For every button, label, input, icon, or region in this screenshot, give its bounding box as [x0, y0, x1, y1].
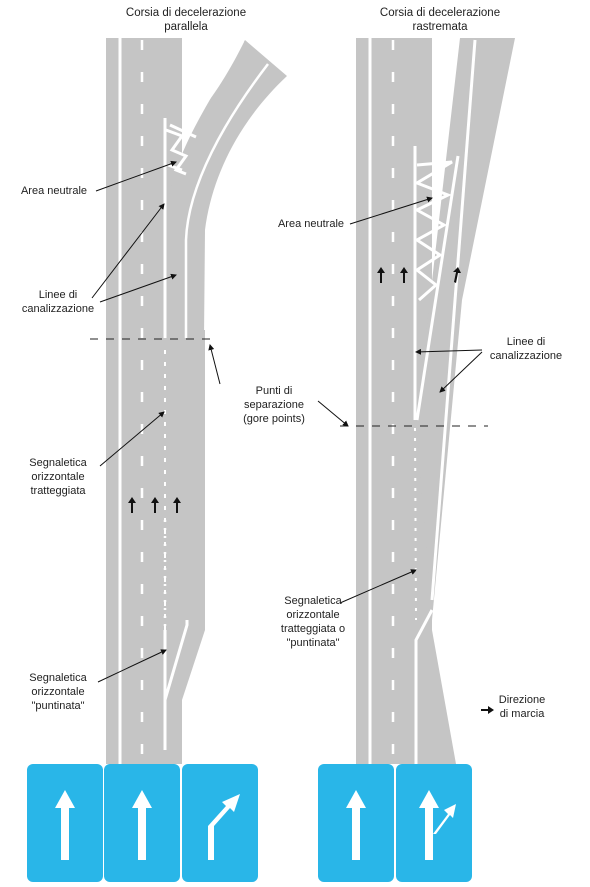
lane-sign-1 [27, 764, 103, 882]
leader-lines [91, 160, 483, 683]
label-neutral-left-text: Area neutrale [20, 185, 88, 197]
direction-arrows-right [377, 267, 494, 714]
label-channel-left-line2: canalizzazione [21, 303, 95, 315]
label-gore-line3: (gore points) [243, 413, 305, 425]
straight-and-right-arrow-icon [419, 790, 456, 860]
label-dotted-line3: "puntinata" [31, 700, 85, 712]
label-direction-line2: di marcia [499, 708, 545, 720]
label-neutral-area-left: Area neutrale [12, 184, 96, 198]
lane-sign-2 [104, 764, 180, 882]
label-dashed-line1: Segnaletica [29, 457, 87, 469]
tapered-lane-road [356, 38, 515, 764]
title-tapered-line2: rastremata [412, 21, 468, 33]
label-direction-line1: Direzione [498, 694, 546, 706]
label-gore-line1: Punti di [255, 385, 293, 397]
lane-sign-5 [396, 764, 472, 882]
straight-arrow-icon [346, 790, 366, 860]
title-parallel-line2: parallela [164, 21, 208, 33]
label-neutral-right-text: Area neutrale [277, 218, 345, 230]
label-dashed-marking: Segnaletica orizzontale tratteggiata [14, 456, 102, 498]
title-parallel-lane: Corsia di decelerazione parallela [96, 6, 276, 34]
straight-arrow-icon [55, 790, 75, 860]
parallel-lane-edge [163, 620, 189, 748]
label-dotted-line2: orizzontale [31, 686, 85, 698]
label-direction-legend: Direzione di marcia [490, 693, 554, 721]
right-turn-arrow-icon [208, 794, 240, 860]
label-channel-right-line1: Linee di [506, 336, 546, 348]
label-neutral-area-right: Area neutrale [266, 217, 356, 231]
label-gore-line2: separazione [244, 399, 304, 411]
lane-sign-3 [182, 764, 258, 882]
label-dashdot-line3: tratteggiata o [280, 623, 346, 635]
title-tapered-line1: Corsia di decelerazione [379, 7, 501, 19]
label-channel-left-line1: Linee di [38, 289, 78, 301]
label-dashed-or-dotted-marking: Segnaletica orizzontale tratteggiata o "… [266, 594, 360, 650]
parallel-lane-markings [118, 38, 269, 764]
title-parallel-line1: Corsia di decelerazione [125, 7, 247, 19]
label-channel-right-line2: canalizzazione [489, 350, 563, 362]
label-dotted-line1: Segnaletica [29, 672, 87, 684]
label-channel-lines-left: Linee di canalizzazione [12, 288, 104, 316]
label-dashed-line3: tratteggiata [30, 485, 86, 497]
tapered-lane-markings [368, 38, 477, 764]
label-dashdot-line4: "puntinata" [286, 637, 340, 649]
direction-arrows-left [128, 497, 181, 513]
label-dashed-line2: orizzontale [31, 471, 85, 483]
label-channel-lines-right: Linee di canalizzazione [480, 335, 572, 363]
label-dashdot-line2: orizzontale [286, 609, 340, 621]
title-tapered-lane: Corsia di decelerazione rastremata [350, 6, 530, 34]
label-gore-points: Punti di separazione (gore points) [228, 384, 320, 426]
straight-arrow-icon [132, 790, 152, 860]
label-dotted-marking: Segnaletica orizzontale "puntinata" [14, 671, 102, 713]
label-dashdot-line1: Segnaletica [284, 595, 342, 607]
lane-sign-4 [318, 764, 394, 882]
